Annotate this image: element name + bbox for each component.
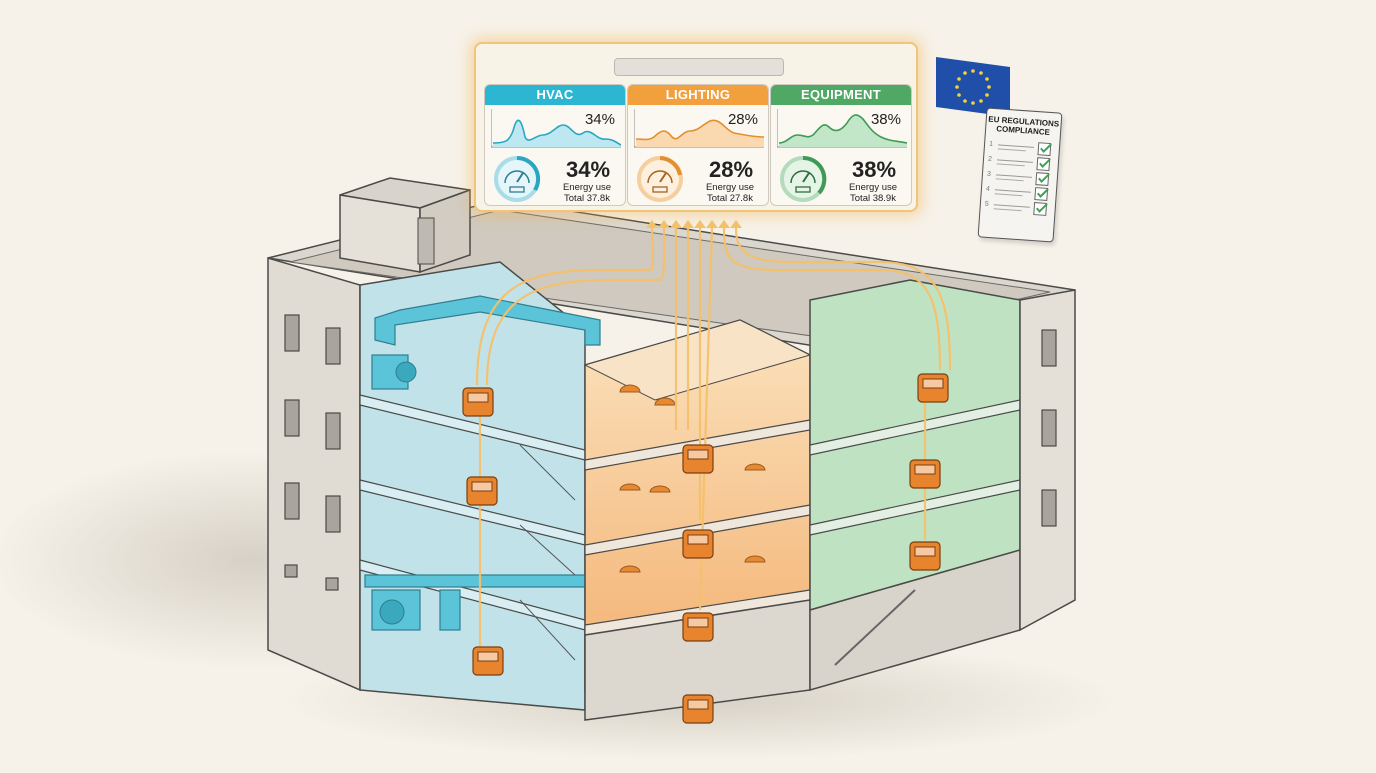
panel-header: EQUIPMENT [771, 85, 911, 105]
energy-total: Total 27.8k [707, 193, 753, 204]
energy-total: Total 37.8k [564, 193, 610, 204]
checkbox-checked-icon [1035, 172, 1050, 187]
dashboard-title-bar [614, 58, 784, 76]
energy-total: Total 38.9k [850, 193, 896, 204]
energy-use-label: Energy use [562, 182, 612, 193]
compliance-checklist: EU REGULATIONS COMPLIANCE 1 2 3 4 5 [977, 107, 1063, 243]
gauge-icon [494, 155, 541, 202]
spark-value: 34% [584, 111, 615, 128]
energy-percent: 34% [565, 157, 611, 182]
hvac-panel[interactable]: HVAC 34% 34% Energy use Total 37.8k [484, 84, 626, 206]
equipment-panel[interactable]: EQUIPMENT 38% 38% Energy use Total 38.9k [770, 84, 912, 206]
gauge-icon [780, 155, 827, 202]
checklist-item: 5 [980, 198, 1055, 218]
checkbox-checked-icon [1033, 202, 1048, 216]
equipment-sparkline [777, 109, 907, 148]
lighting-sparkline [634, 109, 764, 148]
checklist-item: 3 [982, 168, 1057, 188]
panel-header: LIGHTING [628, 85, 768, 105]
energy-percent: 38% [851, 157, 897, 182]
eu-flag-icon [936, 57, 1010, 117]
energy-use-label: Energy use [705, 182, 755, 193]
lighting-panel[interactable]: LIGHTING 28% 28% Energy use Total 27.8k [627, 84, 769, 206]
energy-dashboard: HVAC 34% 34% Energy use Total 37.8k LIGH… [474, 42, 918, 212]
energy-use-label: Energy use [848, 182, 898, 193]
checklist-item: 4 [981, 183, 1056, 203]
spark-value: 28% [727, 111, 758, 128]
gauge-icon [637, 156, 683, 202]
checkbox-checked-icon [1037, 142, 1052, 157]
energy-sensors [462, 373, 949, 724]
checkbox-checked-icon [1036, 157, 1051, 172]
panel-header: HVAC [485, 85, 625, 105]
checklist-item: 2 [983, 153, 1058, 173]
hvac-sparkline [491, 109, 621, 148]
spark-value: 38% [870, 111, 901, 128]
checklist-item: 1 [984, 139, 1059, 159]
energy-percent: 28% [708, 157, 754, 182]
checkbox-checked-icon [1034, 187, 1049, 201]
